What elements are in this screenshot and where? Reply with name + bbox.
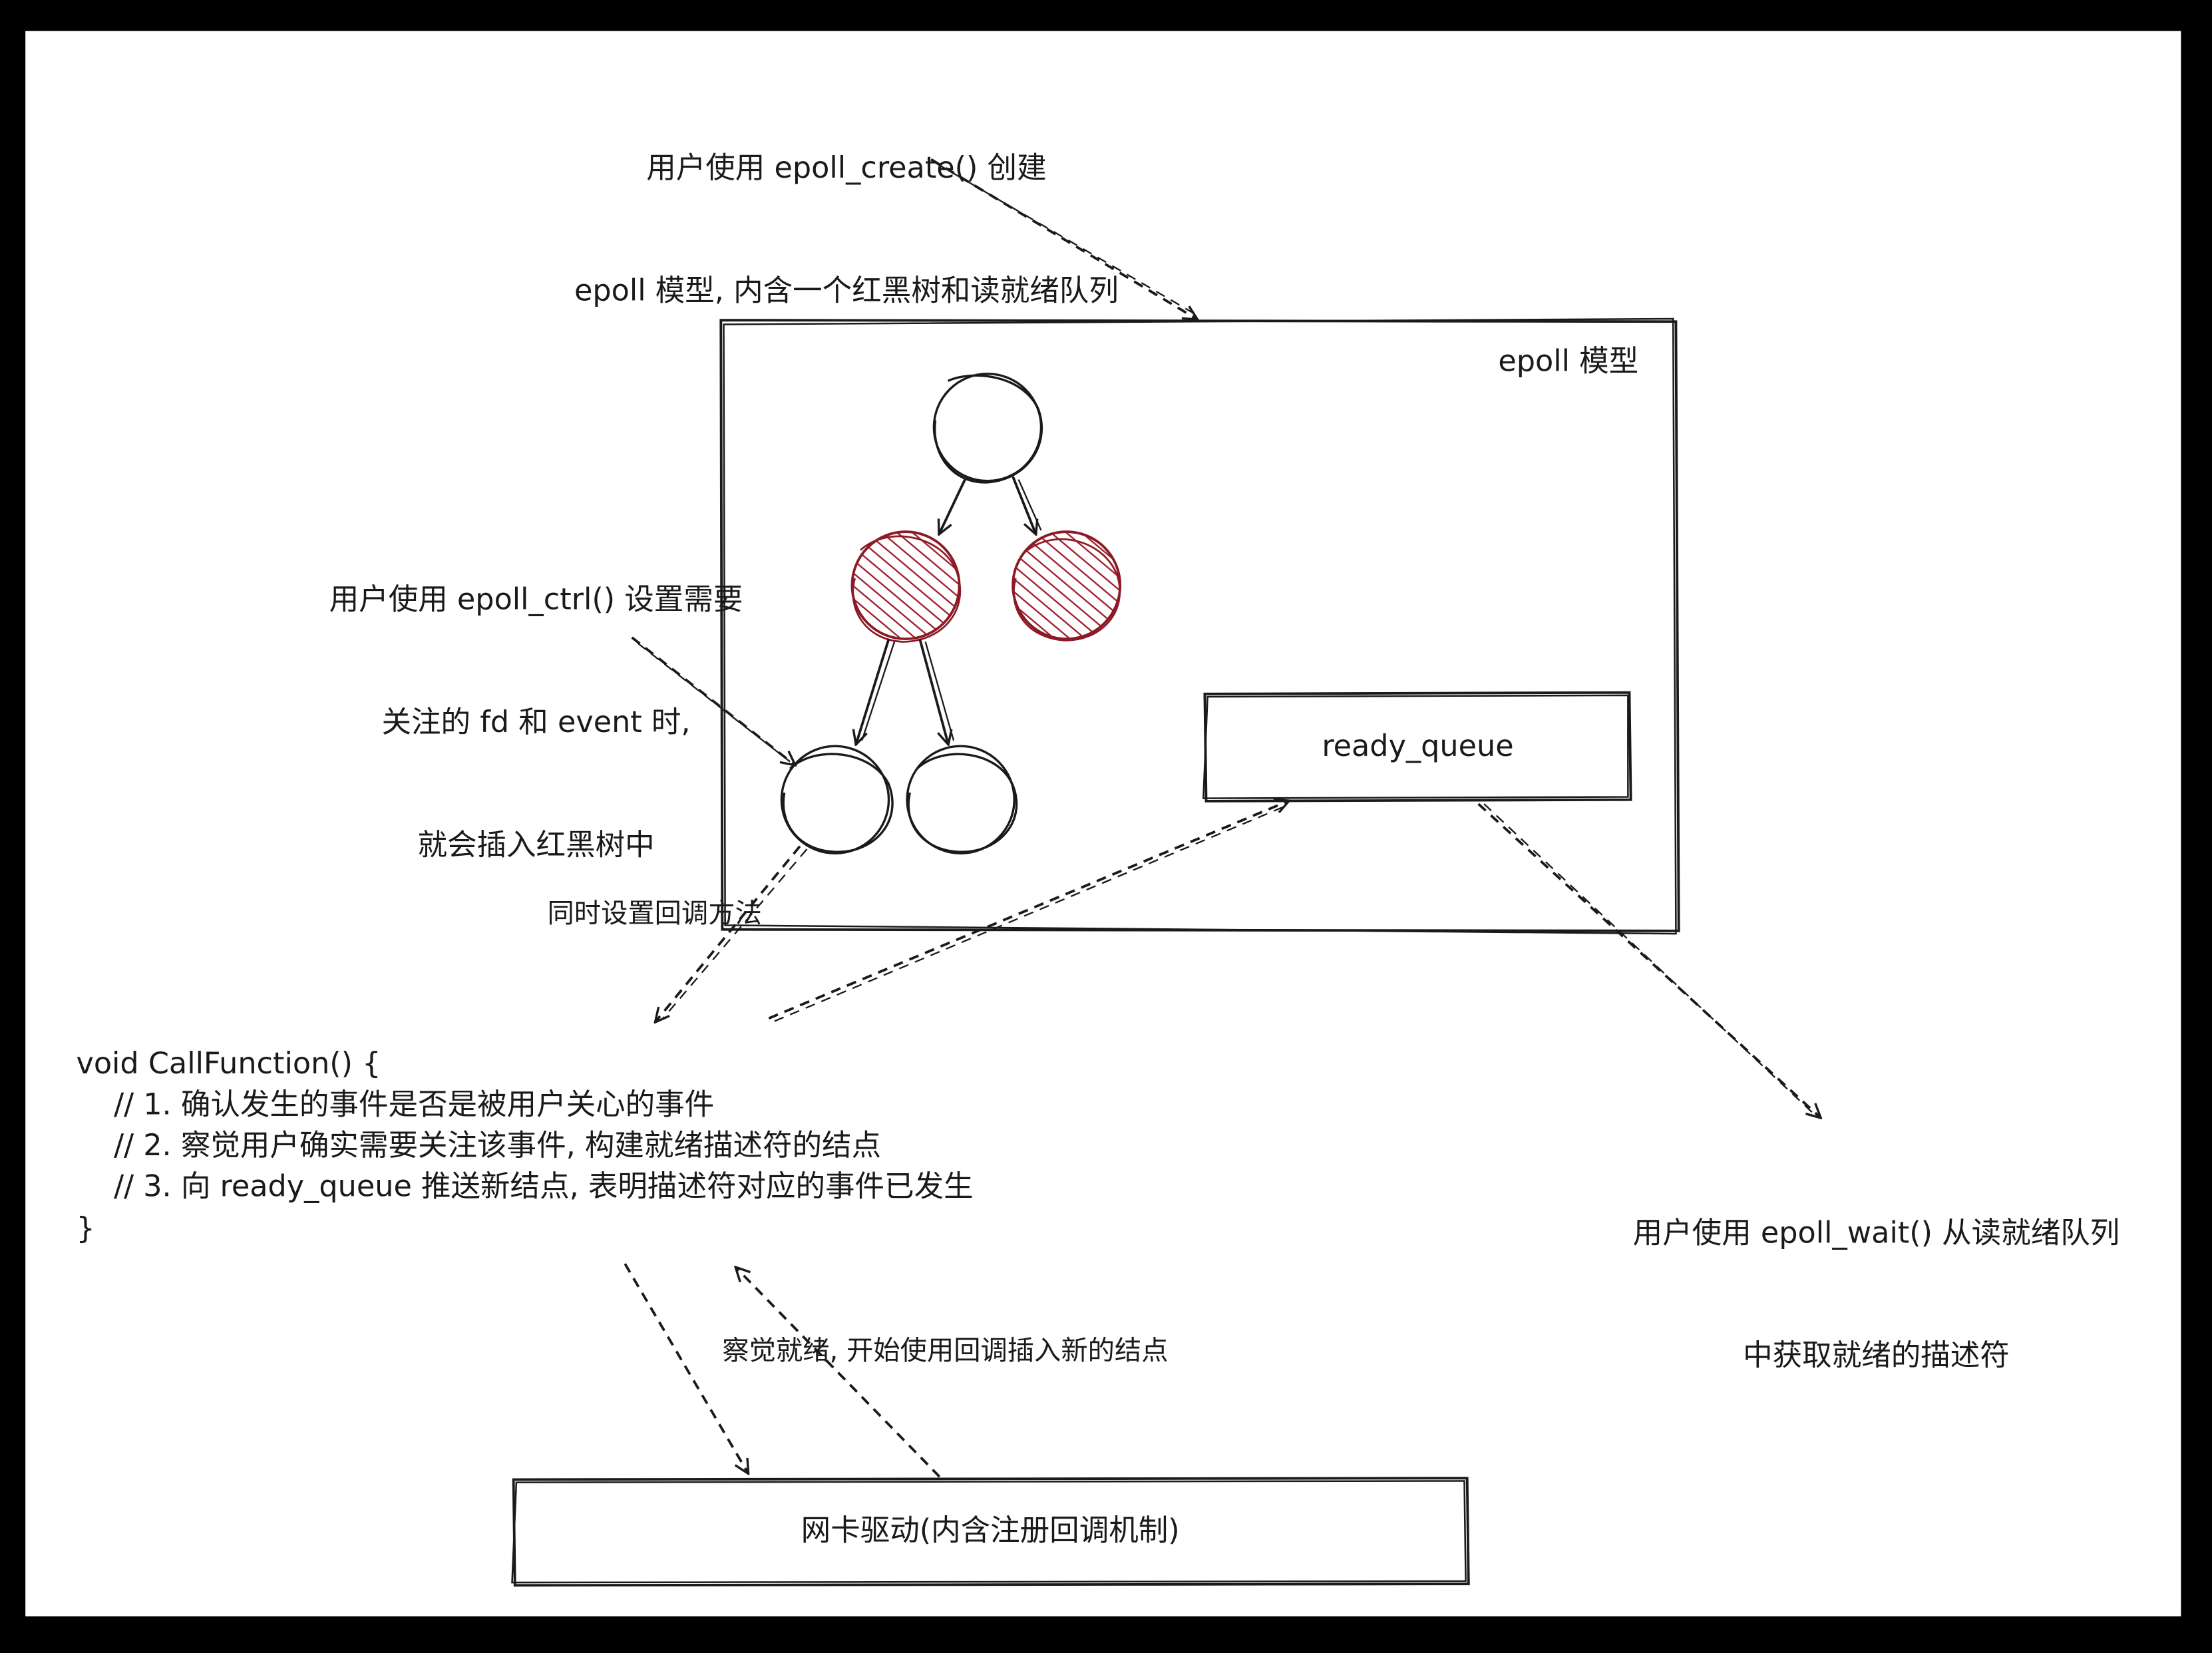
arrow-leaf-to-callback	[656, 845, 801, 1021]
diagram-paper	[25, 31, 2181, 1616]
callback-setup-label: 同时设置回调方法	[547, 898, 762, 930]
tree-root-node	[932, 372, 1043, 484]
epoll-wait-line-2: 中获取就绪的描述符	[1743, 1338, 2010, 1373]
arrow-callback-to-queue	[768, 801, 1288, 1020]
code-line-1: void CallFunction() {	[76, 1046, 381, 1081]
epoll-create-annotation: 用户使用 epoll_create() 创建 epoll 模型, 内含一个红黑树…	[508, 67, 1185, 394]
dashed-arrows	[624, 158, 1820, 1478]
code-line-2: // 1. 确认发生的事件是否是被用户关心的事件	[76, 1087, 715, 1122]
tree-red-node-right	[1012, 530, 1122, 642]
arrow-driver-to-callback	[737, 1268, 941, 1478]
driver-box	[511, 1477, 1470, 1587]
tree-leaf-node-left	[780, 745, 894, 854]
epoll-model-label: epoll 模型	[1498, 344, 1639, 379]
code-line-3: // 2. 察觉用户确实需要关注该事件, 构建就绪描述符的结点	[76, 1128, 882, 1163]
arrow-create-to-model	[930, 158, 1197, 319]
tree-leaf-node-right	[906, 745, 1018, 854]
epoll-ctl-line-2: 关注的 fd 和 event 时,	[381, 705, 691, 739]
epoll-ctl-line-1: 用户使用 epoll_ctrl() 设置需要	[329, 582, 743, 617]
ready-queue-box	[1202, 691, 1632, 803]
tree-edges	[856, 476, 1035, 743]
epoll-create-line-1: 用户使用 epoll_create() 创建	[646, 150, 1047, 185]
driver-notify-label: 察觉就绪, 开始使用回调插入新的结点	[722, 1336, 1169, 1367]
epoll-model-box	[719, 317, 1680, 935]
code-line-5: }	[76, 1211, 95, 1246]
epoll-wait-annotation: 用户使用 epoll_wait() 从读就绪队列 中获取就绪的描述符	[1580, 1131, 2172, 1459]
code-line-4: // 3. 向 ready_queue 推送新结点, 表明描述符对应的事件已发生	[76, 1169, 974, 1203]
ready-queue-label: ready_queue	[1322, 729, 1514, 763]
arrow-callback-to-driver	[624, 1263, 747, 1473]
arrow-ctl-to-leaf	[631, 636, 795, 765]
tree-red-node-left	[850, 530, 961, 643]
driver-label: 网卡驱动(内含注册回调机制)	[801, 1513, 1180, 1548]
arrow-queue-to-wait	[1477, 803, 1820, 1117]
epoll-wait-line-1: 用户使用 epoll_wait() 从读就绪队列	[1632, 1216, 2120, 1250]
epoll-ctl-line-3: 就会插入红黑树中	[417, 828, 655, 862]
epoll-create-line-2: epoll 模型, 内含一个红黑树和读就绪队列	[574, 274, 1119, 308]
epoll-ctl-annotation: 用户使用 epoll_ctrl() 设置需要 关注的 fd 和 event 时,…	[268, 498, 805, 948]
